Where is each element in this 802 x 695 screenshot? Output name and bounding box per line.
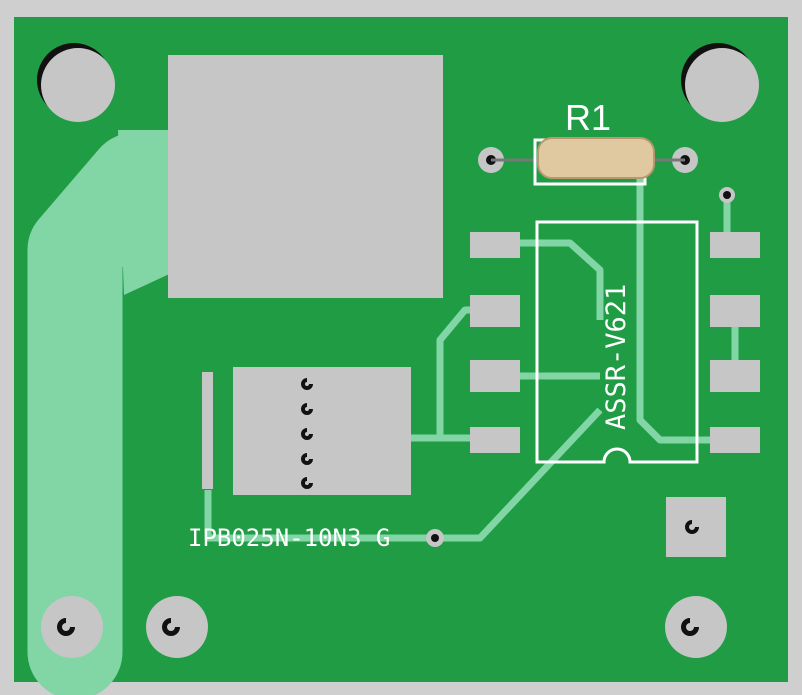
pad-bottom-right-drill: [681, 618, 699, 636]
ic-pads-left: [470, 232, 520, 453]
ic-pads-right: [710, 232, 760, 453]
ic-pad-7: [710, 295, 760, 327]
ic-pad-3: [470, 360, 520, 392]
r1-body: [537, 137, 655, 179]
ic-pad-8: [710, 232, 760, 258]
mounting-hole-top-right-fill: [685, 48, 759, 122]
ic-outline: [535, 220, 699, 464]
trace-pin1: [495, 239, 604, 320]
mounting-holes: [37, 43, 759, 122]
ic-pad-1: [470, 232, 520, 258]
gate-via-drill: [431, 534, 439, 542]
mosfet-drill-marks: [301, 378, 313, 489]
ic-pad-6: [710, 360, 760, 392]
resistor-r1: R1: [478, 97, 698, 186]
mounting-hole-top-left-fill: [41, 48, 115, 122]
via-top-right-drill: [723, 191, 731, 199]
bottom-pads: [41, 596, 727, 658]
power-trace-wide-fill: [118, 130, 178, 295]
pad-bottom-left-drill: [57, 618, 75, 636]
square-pad-drill: [685, 520, 699, 534]
mosfet-part-label: IPB025N-10N3 G: [188, 524, 390, 552]
mosfet-tab-pad: [168, 55, 443, 298]
pad-bottom-mid-drill: [162, 618, 180, 636]
ic-pad-5: [710, 427, 760, 453]
mosfet-body-pad: [233, 367, 411, 495]
ic-pad-2: [470, 295, 520, 327]
trace-gate: [435, 407, 603, 542]
mosfet-silkscreen-bar: [202, 372, 213, 489]
ic-pad-4: [470, 427, 520, 453]
ic-part-label: ASSR-V621: [601, 284, 632, 430]
trace-mosfet-gate-line: [204, 490, 435, 542]
r1-label: R1: [565, 97, 611, 138]
